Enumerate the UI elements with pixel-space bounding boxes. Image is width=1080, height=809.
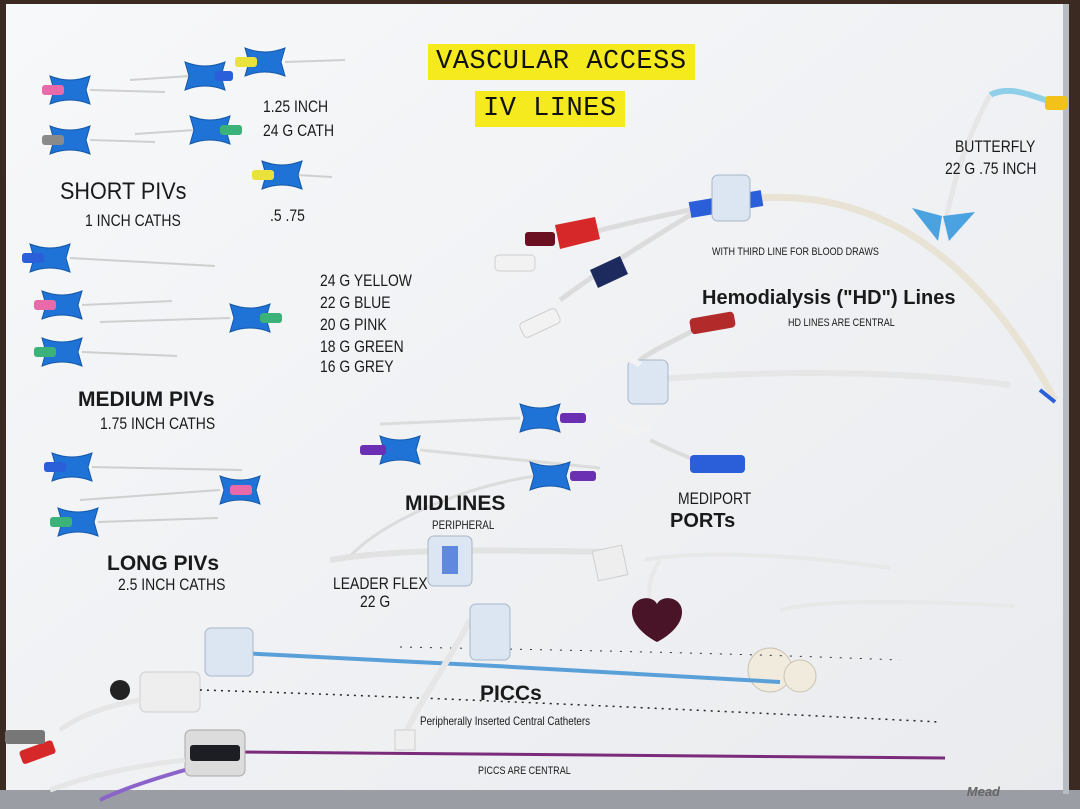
medium-piv-catheter — [99, 303, 282, 333]
long-piv-catheter — [50, 507, 219, 537]
midlines-heading: MIDLINES — [405, 492, 506, 515]
medium-piv-catheter — [34, 337, 178, 367]
midline-catheter — [360, 435, 601, 470]
gauge-color-item: 16 G GREY — [320, 357, 394, 376]
medium-pivs-heading: MEDIUM PIVs — [78, 388, 215, 411]
short-piv-catheter — [235, 47, 346, 77]
butterfly-line-2: 22 G .75 INCH — [945, 159, 1037, 178]
piccs-sub: Peripherally Inserted Central Catheters — [420, 714, 591, 728]
long-piv-catheter — [44, 452, 243, 482]
long-piv-catheter — [79, 475, 261, 505]
board-surface — [6, 4, 1066, 794]
hd-catheter-dual — [598, 311, 1011, 434]
piccs-note: PICCS ARE CENTRAL — [478, 765, 571, 777]
hd-heading: Hemodialysis ("HD") Lines — [702, 287, 956, 309]
midline-catheter — [379, 403, 586, 433]
midline-catheter — [348, 461, 596, 558]
medium-pivs-sub: 1.75 INCH CATHS — [100, 414, 216, 433]
title-line-2: IV LINES — [475, 91, 625, 127]
leader-flex-device — [329, 535, 629, 587]
short-piv-catheter — [134, 115, 242, 145]
medium-piv-catheter — [34, 290, 173, 320]
short-pivs-size-label-1: 1.25 INCH — [263, 97, 329, 116]
gauge-color-item: 24 G YELLOW — [320, 271, 412, 290]
title-line-1: VASCULAR ACCESS — [428, 44, 695, 80]
gauge-color-item: 18 G GREEN — [320, 337, 404, 356]
midlines-sub: PERIPHERAL — [432, 518, 495, 532]
piccs-heading: PICCs — [480, 682, 542, 705]
board-tray — [0, 790, 1080, 809]
short-piv-catheter — [42, 75, 166, 105]
long-pivs-sub: 2.5 INCH CATHS — [118, 575, 226, 594]
gauge-color-item: 20 G PINK — [320, 315, 387, 334]
long-pivs-heading: LONG PIVs — [107, 552, 220, 575]
short-piv-catheter — [129, 61, 233, 91]
mediport-label: MEDIPORT — [678, 489, 752, 508]
short-pivs-heading: SHORT PIVs — [60, 178, 187, 205]
hd-sub: HD LINES ARE CENTRAL — [788, 317, 895, 329]
short-pivs-sub: 1 INCH CATHS — [85, 211, 181, 230]
short-pivs-size-label-3: .5 .75 — [270, 206, 305, 225]
medium-piv-catheter — [22, 243, 216, 273]
short-piv-catheter — [42, 125, 156, 155]
picc-line-white — [199, 603, 941, 751]
leader-flex-line-2: 22 G — [360, 592, 391, 611]
hd-catheter-triple — [494, 174, 1059, 404]
gauge-color-item: 22 G BLUE — [320, 293, 391, 312]
ports-heading: PORTs — [670, 510, 736, 532]
picc-line-purple — [5, 729, 946, 802]
butterfly-line-1: BUTTERFLY — [955, 137, 1036, 156]
short-piv-catheter — [252, 160, 333, 190]
picc-line-blue — [19, 627, 901, 764]
hd-note: WITH THIRD LINE FOR BLOOD DRAWS — [712, 246, 879, 258]
butterfly-needle — [912, 87, 1067, 241]
mediport-device — [632, 438, 1016, 693]
short-pivs-size-label-2: 24 G CATH — [263, 121, 335, 140]
mead-logo: Mead — [966, 784, 1000, 799]
leader-flex-line-1: LEADER FLEX — [333, 574, 428, 593]
